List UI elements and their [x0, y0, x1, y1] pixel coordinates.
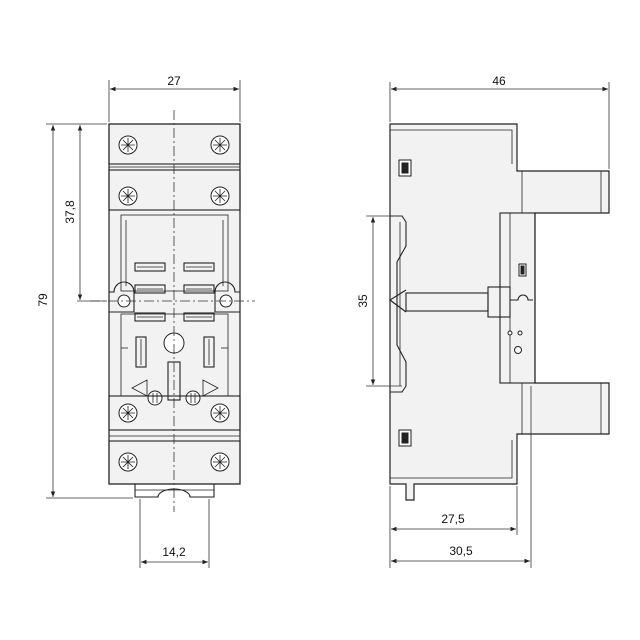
- pin-right: [203, 336, 215, 368]
- side-module: [499, 212, 536, 384]
- side-view: 46 35 27,5 30,5: [356, 74, 610, 568]
- screw-8: [210, 452, 230, 472]
- small-screw-left: [147, 390, 163, 406]
- dim-front-pin-spacing: 14,2: [162, 545, 186, 559]
- upper-screw-block-bottom: [108, 169, 241, 211]
- left-clip: [109, 281, 135, 313]
- dim-side-depth-b: 30,5: [449, 544, 473, 558]
- front-view: 27 79 37,8 14,2: [36, 74, 255, 568]
- shaft-tip: [389, 289, 407, 313]
- screw-3: [118, 186, 138, 206]
- screw-2: [210, 135, 230, 155]
- upper-inner-frame: [120, 214, 229, 292]
- right-clip: [214, 281, 240, 313]
- small-screw-right: [185, 390, 201, 406]
- screw-6: [210, 403, 230, 423]
- dim-front-height-upper: 37,8: [63, 200, 77, 224]
- din-clip: [390, 215, 407, 393]
- dim-front-height-total: 79: [36, 293, 50, 307]
- slot-1: [134, 262, 166, 272]
- screw-7: [118, 452, 138, 472]
- slot-3: [134, 284, 166, 294]
- pin-left: [135, 336, 147, 368]
- indicator-dot-1: [507, 330, 513, 336]
- indicator-dot-2: [517, 330, 523, 336]
- slot-2: [183, 262, 215, 272]
- screw-4: [210, 186, 230, 206]
- bottom-latch: [134, 484, 215, 498]
- slot-6: [183, 312, 215, 322]
- module-hook: [510, 294, 533, 301]
- lower-screw-block-bottom: [108, 440, 241, 485]
- dim-side-width-total: 46: [492, 74, 506, 88]
- upper-screw-block-top: [108, 123, 241, 165]
- dim-side-depth-a: 27,5: [441, 512, 465, 526]
- dim-front-width: 27: [167, 74, 181, 88]
- indicator-led: [514, 346, 522, 354]
- lower-screw-block-top: [108, 395, 241, 431]
- slot-4: [183, 284, 215, 294]
- screw-5: [118, 403, 138, 423]
- dim-side-rail: 35: [356, 294, 370, 308]
- front-body: [108, 123, 241, 485]
- slot-5: [134, 312, 166, 322]
- screw-1: [118, 135, 138, 155]
